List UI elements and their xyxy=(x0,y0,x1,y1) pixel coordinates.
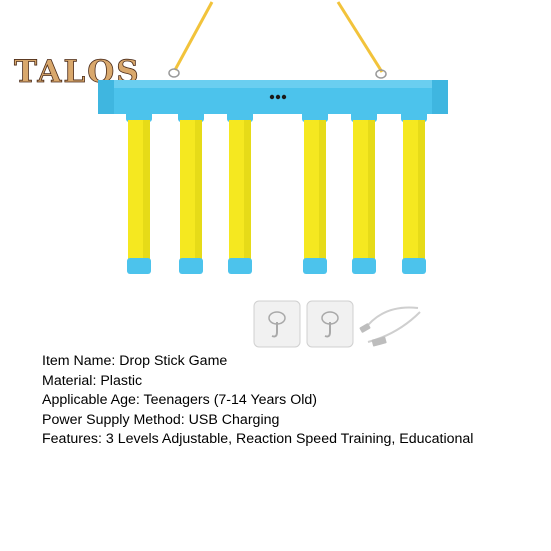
adhesive-hook-icon xyxy=(306,300,354,348)
spec-item-name: Item Name: Drop Stick Game xyxy=(42,353,228,369)
drop-stick xyxy=(302,102,328,274)
spec-features: Features: 3 Levels Adjustable, Reaction … xyxy=(42,431,474,447)
spec-power: Power Supply Method: USB Charging xyxy=(42,411,280,428)
drop-stick xyxy=(351,102,377,274)
drop-stick xyxy=(401,102,427,274)
spec-age: Applicable Age: Teenagers (7-14 Years Ol… xyxy=(42,392,317,408)
product-image xyxy=(98,1,448,274)
drop-stick xyxy=(126,102,152,274)
drop-stick xyxy=(227,102,253,274)
spec-material: Material: Plastic xyxy=(42,372,143,389)
drop-stick xyxy=(178,102,204,274)
indicator-lights xyxy=(269,94,287,100)
adhesive-hook-icon xyxy=(253,300,301,348)
hanging-rope xyxy=(168,1,387,79)
usb-cable-icon xyxy=(359,306,421,347)
drop-sticks xyxy=(126,102,427,274)
spec-list: Item Name: Drop Stick Game Material: Pla… xyxy=(42,352,473,450)
